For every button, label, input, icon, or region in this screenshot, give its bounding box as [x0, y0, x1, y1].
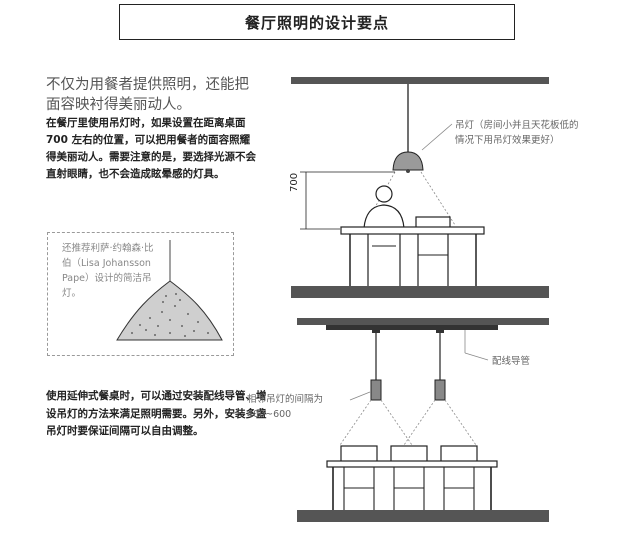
lead-text: 不仅为用餐者提供照明，还能把面容映衬得美丽动人。	[46, 77, 249, 113]
pendant-label: 吊灯（房间小并且天花板低的情况下用吊灯效果更好）	[455, 120, 579, 146]
single-pendant-diagram	[291, 77, 549, 298]
recommended-lamp-illustration	[116, 240, 223, 341]
conduit-pendants-diagram	[297, 318, 549, 522]
recommendation-text: 还推荐利萨·约翰森·比伯（Lisa Johansson Pape）设计的简洁吊灯…	[62, 243, 154, 299]
spacing-label: 相邻吊灯的间隔为400~600	[247, 394, 324, 420]
conduit-label: 配线导管	[492, 356, 531, 367]
paragraph-pendant-height: 在餐厅里使用吊灯时，如果设置在距离桌面 700 左右的位置，可以把用餐者的面容照…	[46, 117, 256, 180]
page-title: 餐厅照明的设计要点	[119, 4, 515, 40]
recommendation-box	[47, 232, 234, 356]
paragraph-extension-table: 使用延伸式餐桌时，可以通过安装配线导管、增设吊灯的方法来满足照明需要。另外，安装…	[46, 390, 267, 437]
